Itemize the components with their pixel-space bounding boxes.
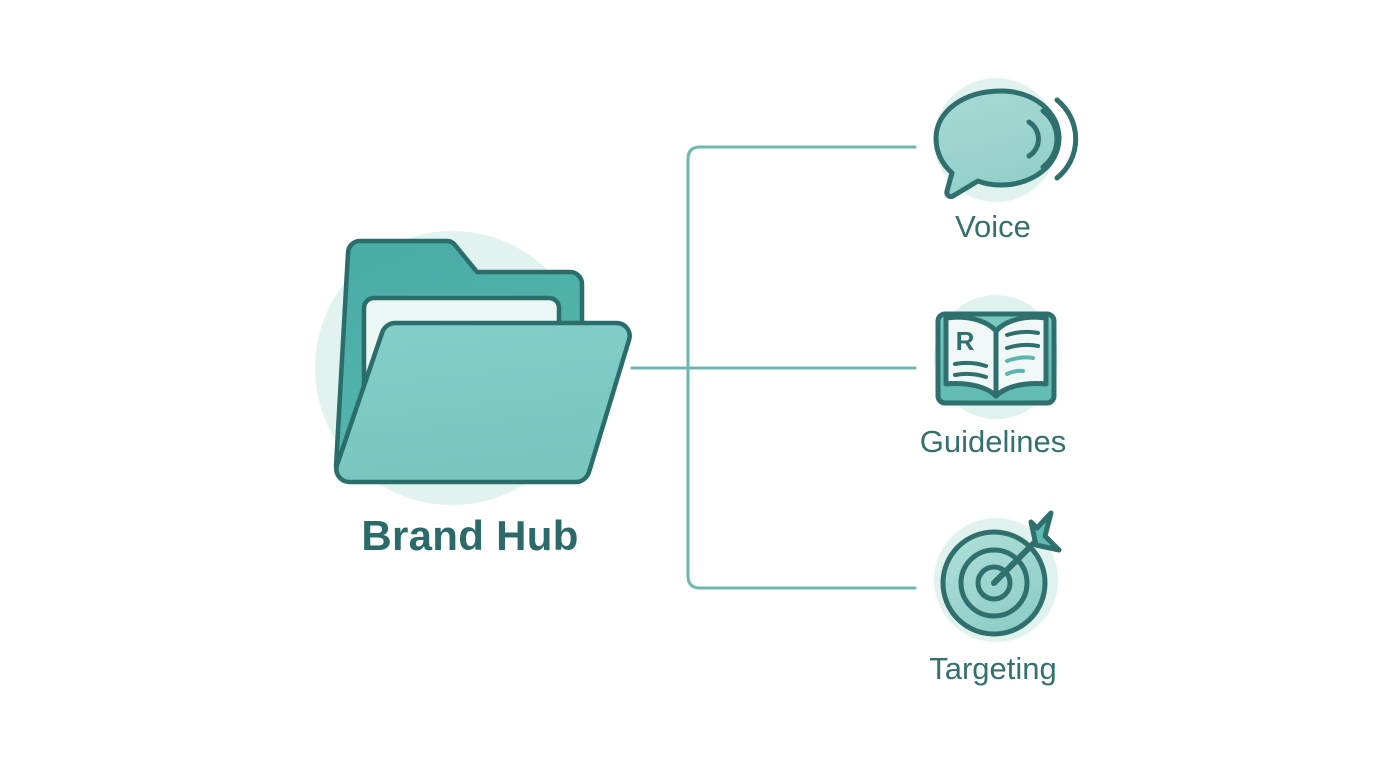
branch-label-targeting: Targeting: [929, 651, 1057, 686]
branch-label-guidelines: Guidelines: [919, 424, 1067, 459]
branch-node-targeting[interactable]: [934, 510, 1062, 642]
hub-node[interactable]: [315, 231, 632, 505]
connector-to-voice: [686, 145, 917, 370]
open-book-icon: R: [935, 311, 1057, 406]
target-arrow-icon: [940, 510, 1062, 637]
hub-label: Brand Hub: [361, 512, 579, 559]
connector-to-targeting: [686, 366, 917, 590]
book-page-letter: R: [956, 326, 975, 356]
branch-label-voice: Voice: [955, 209, 1031, 244]
speech-bubble-icon: [933, 88, 1079, 200]
connector-group: [630, 145, 917, 590]
folder-front-flap: [334, 320, 632, 485]
branch-node-voice[interactable]: [933, 78, 1079, 202]
branch-node-guidelines[interactable]: R: [934, 295, 1058, 419]
